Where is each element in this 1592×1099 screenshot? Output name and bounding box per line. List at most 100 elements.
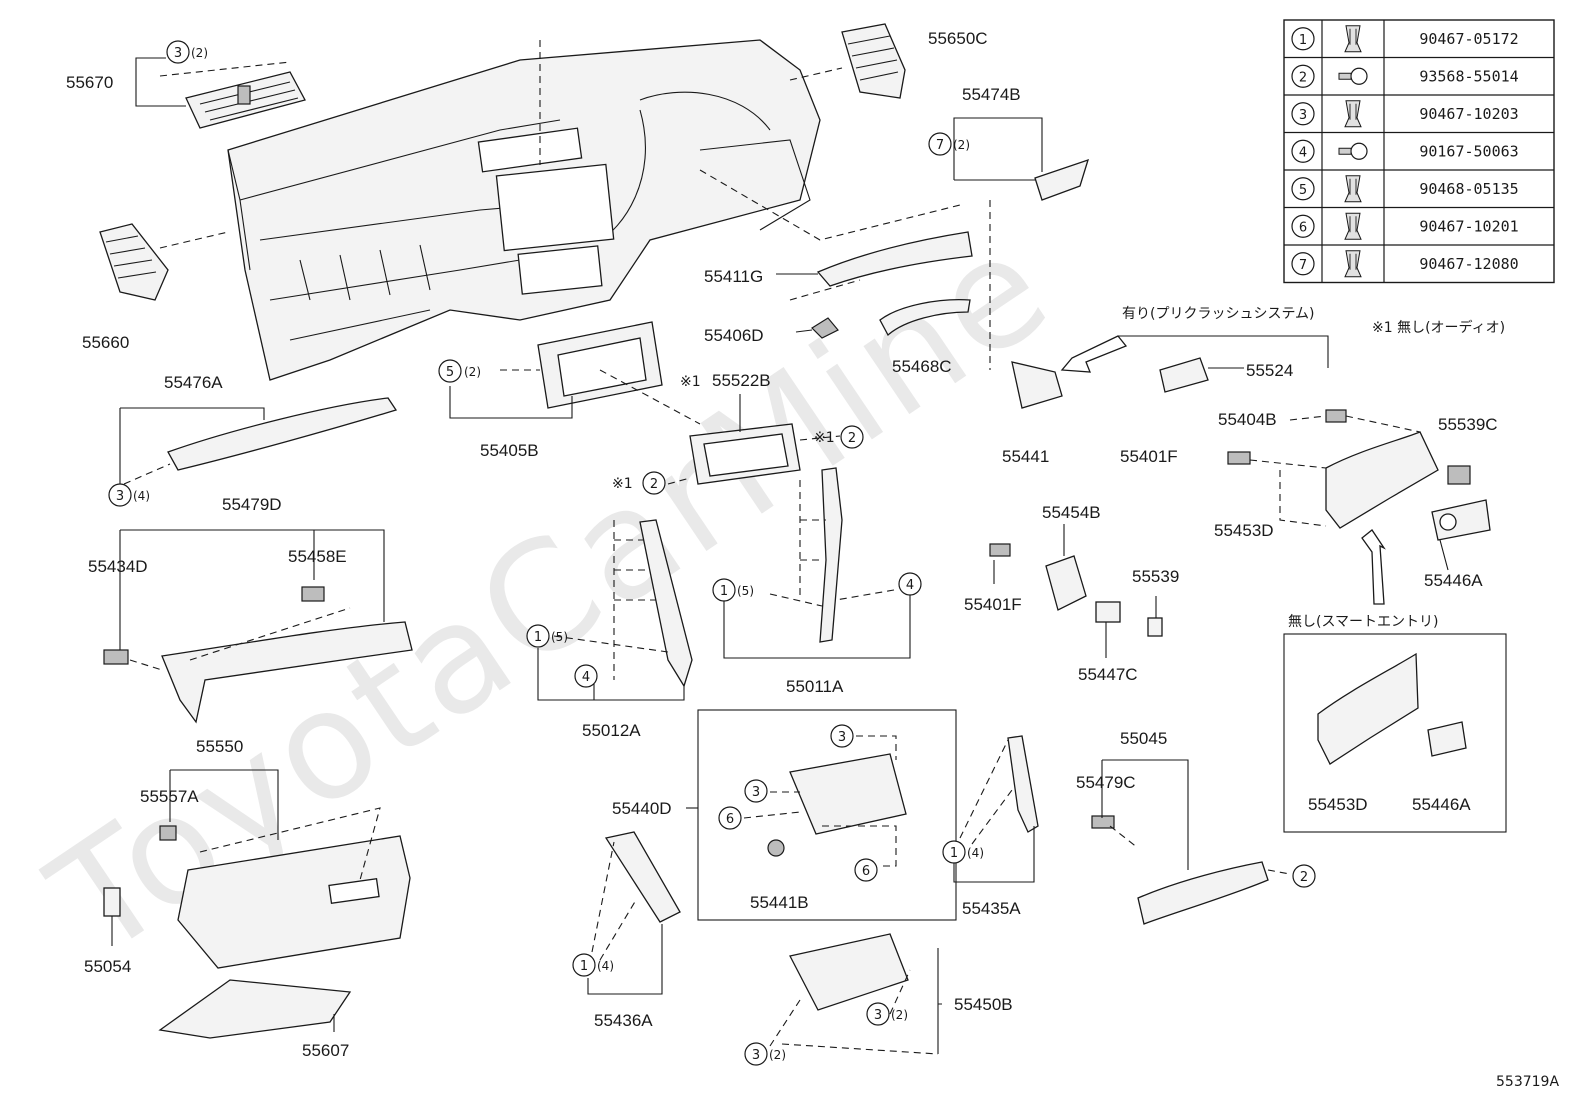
svg-text:(5): (5) bbox=[737, 584, 754, 598]
svg-text:2: 2 bbox=[1300, 870, 1308, 885]
bezel-55405B bbox=[537, 321, 663, 409]
fastener-number: 6 bbox=[1299, 220, 1307, 235]
label-55522B: 55522B bbox=[712, 371, 771, 390]
fastener-part-number: 90468-05135 bbox=[1419, 180, 1518, 198]
clip-icon bbox=[1344, 212, 1362, 240]
trim-55476A bbox=[167, 397, 398, 471]
label-55436A: 55436A bbox=[594, 1011, 653, 1030]
label-55450B: 55450B bbox=[954, 995, 1013, 1014]
label-55539C: 55539C bbox=[1438, 415, 1498, 434]
label-55441B: 55441B bbox=[750, 893, 809, 912]
svg-text:5: 5 bbox=[446, 365, 454, 380]
svg-text:1: 1 bbox=[950, 846, 958, 861]
svg-text:※1: ※1 bbox=[814, 430, 835, 446]
label-55453D-upper: 55453D bbox=[1214, 521, 1274, 540]
box-55450B bbox=[789, 933, 909, 1011]
cover-55522B bbox=[689, 423, 801, 485]
label-55524: 55524 bbox=[1246, 361, 1293, 380]
callout-2-55045: 2 bbox=[1292, 864, 1316, 888]
pillar-55436A bbox=[604, 831, 681, 923]
svg-text:(2): (2) bbox=[191, 46, 208, 60]
clip-55406D bbox=[811, 317, 839, 339]
svg-text:(4): (4) bbox=[597, 959, 614, 973]
label-55012A: 55012A bbox=[582, 721, 641, 740]
label-55468C: 55468C bbox=[892, 357, 952, 376]
label-55479D: 55479D bbox=[222, 495, 282, 514]
instrument-panel bbox=[227, 39, 821, 381]
arrow-precrash bbox=[1060, 335, 1128, 373]
fastener-number: 7 bbox=[1299, 258, 1307, 273]
label-55045: 55045 bbox=[1120, 729, 1167, 748]
pillar-55435A bbox=[1007, 735, 1039, 833]
svg-text:6: 6 bbox=[726, 812, 734, 827]
label-55476A: 55476A bbox=[164, 373, 223, 392]
label-55435A: 55435A bbox=[962, 899, 1021, 918]
clip-icon bbox=[1344, 250, 1362, 278]
switch-55447C bbox=[1095, 601, 1121, 623]
panel-55453D-upper bbox=[1325, 431, 1439, 529]
svg-text:(2): (2) bbox=[769, 1048, 786, 1062]
label-55660: 55660 bbox=[82, 333, 129, 352]
callout-3-55450B-a: 3(2) bbox=[866, 1002, 908, 1026]
figure-code: 553719A bbox=[1496, 1074, 1559, 1090]
label-55440D: 55440D bbox=[612, 799, 672, 818]
svg-text:(2): (2) bbox=[464, 365, 481, 379]
fastener-part-number: 90467-12080 bbox=[1419, 255, 1518, 273]
fastener-part-number: 93568-55014 bbox=[1419, 67, 1518, 85]
screw-icon bbox=[1338, 67, 1368, 85]
label-55670: 55670 bbox=[66, 73, 113, 92]
note-without-audio: ※1 無し(オーディオ) bbox=[1372, 319, 1505, 336]
callout-3-55670: 3 (2) bbox=[166, 40, 208, 64]
svg-text:3: 3 bbox=[874, 1008, 882, 1023]
fastener-number: 2 bbox=[1299, 70, 1307, 85]
pillar-55011A bbox=[819, 467, 843, 643]
screw-icon bbox=[1338, 142, 1368, 160]
clip-icon bbox=[1344, 175, 1362, 203]
callout-3-55476A: 3(4) bbox=[108, 483, 150, 507]
svg-text:3: 3 bbox=[116, 489, 124, 504]
fastener-number: 3 bbox=[1299, 108, 1307, 123]
svg-text:(4): (4) bbox=[967, 846, 984, 860]
label-55011A: 55011A bbox=[786, 677, 844, 696]
panel-55453D-lower bbox=[1317, 652, 1419, 765]
label-55539: 55539 bbox=[1132, 567, 1179, 586]
svg-text:3: 3 bbox=[174, 46, 182, 61]
glove-box-55550 bbox=[177, 835, 411, 969]
svg-text:4: 4 bbox=[582, 670, 590, 685]
callout-6-55440D-a: 6 bbox=[718, 806, 742, 830]
callout-4-55011A: 4 bbox=[898, 572, 922, 596]
clip-icon bbox=[1344, 25, 1362, 53]
damper-55054 bbox=[103, 887, 121, 917]
label-55650C: 55650C bbox=[928, 29, 988, 48]
label-55405B: 55405B bbox=[480, 441, 539, 460]
switch-55446A-upper bbox=[1431, 499, 1491, 541]
fastener-row: 7 90467-12080 bbox=[1291, 250, 1519, 278]
clip-55404B bbox=[1325, 409, 1347, 423]
box-55440D bbox=[789, 753, 907, 835]
callout-3-55440D-b: 3 bbox=[744, 779, 768, 803]
clip-55401F-a bbox=[1227, 451, 1251, 465]
callout-3-55440D-a: 3 bbox=[830, 724, 854, 748]
callout-1-55012A: 1(5) bbox=[526, 624, 568, 648]
label-55474B: 55474B bbox=[962, 85, 1021, 104]
callout-1-55435A: 1 (4) bbox=[942, 840, 984, 864]
fastener-part-number: 90467-05172 bbox=[1419, 30, 1518, 48]
label-55441: 55441 bbox=[1002, 447, 1049, 466]
label-55401F-lower: 55401F bbox=[964, 595, 1022, 614]
leader-lines bbox=[111, 40, 1449, 1055]
fastener-row: 2 93568-55014 bbox=[1291, 64, 1519, 88]
part-55539 bbox=[1147, 617, 1163, 637]
clip-55401F-b bbox=[989, 543, 1011, 557]
callout-1-55011A: 1(5) bbox=[712, 578, 754, 602]
center-vent bbox=[185, 71, 306, 129]
label-55446A-upper: 55446A bbox=[1424, 571, 1483, 590]
part-55539C bbox=[1447, 465, 1471, 485]
label-55404B: 55404B bbox=[1218, 410, 1277, 429]
inset-frame-smart-entry bbox=[1283, 633, 1507, 833]
callout-5-55405B: 5 (2) bbox=[438, 359, 481, 383]
svg-text:7: 7 bbox=[936, 138, 944, 153]
